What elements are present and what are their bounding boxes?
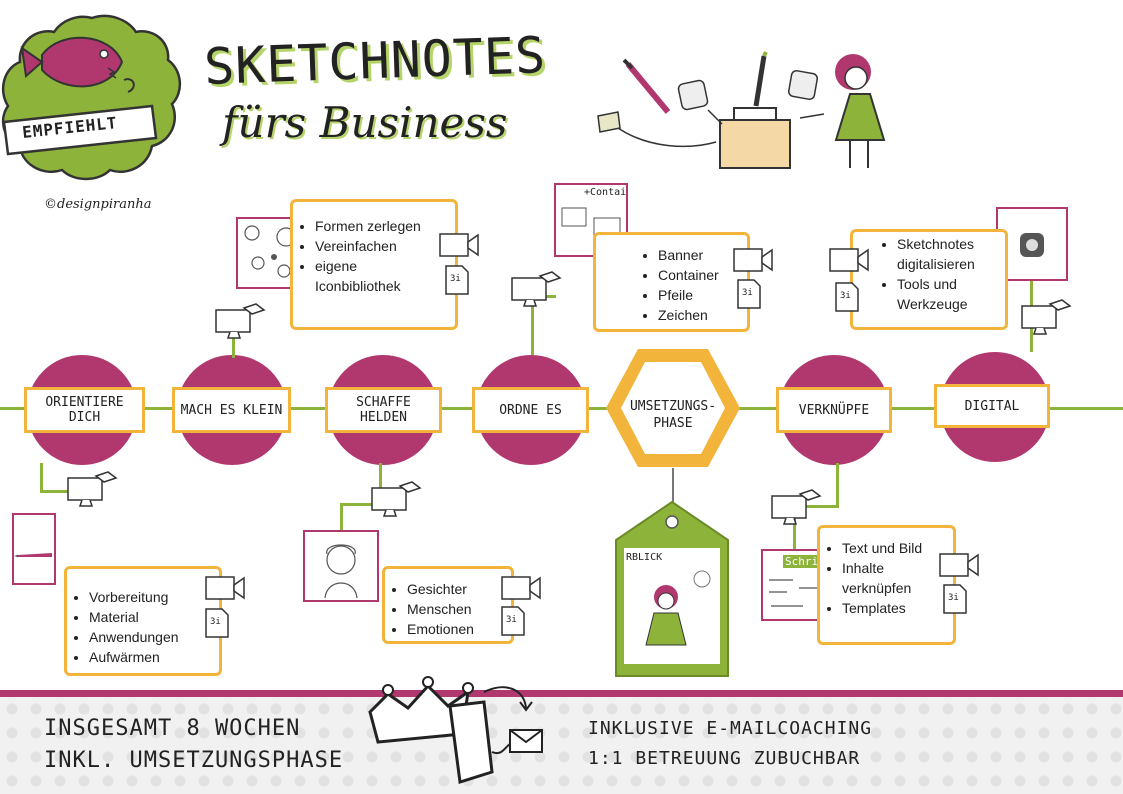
lettering-sketch-icon <box>769 579 827 607</box>
list-item: Vereinfachen <box>315 236 425 256</box>
footer-duration-note: INKL. UMSETZUNGSPHASE <box>44 748 344 773</box>
step-label-digital[interactable]: DIGITAL <box>934 384 1050 428</box>
thumbnail-faces[interactable] <box>303 530 379 602</box>
step-label-helden[interactable]: SCHAFFE HELDEN <box>325 387 442 433</box>
document-icon[interactable] <box>444 264 470 296</box>
list-item: Material <box>89 607 219 627</box>
monitor-icon <box>1021 299 1072 335</box>
document-badge: 3i <box>840 291 851 301</box>
card-orientiere: Vorbereitung Material Anwendungen Aufwär… <box>64 566 222 676</box>
face-sketch-icon <box>324 544 358 599</box>
piranha-badge-icon <box>1 14 181 181</box>
monitor-icon <box>215 303 266 339</box>
list-item: Vorbereitung <box>89 587 219 607</box>
monitor-icon <box>67 471 118 507</box>
card-helden: Gesichter Menschen Emotionen <box>382 566 514 644</box>
connector <box>836 463 839 508</box>
list-item: Formen zerlegen <box>315 216 425 236</box>
connector <box>340 503 382 506</box>
document-badge: 3i <box>210 617 221 627</box>
list-item: Menschen <box>407 599 511 619</box>
document-icon[interactable] <box>942 583 968 615</box>
list-item: Text und Bild <box>842 538 942 558</box>
document-icon[interactable] <box>500 605 526 637</box>
app-icon <box>1020 233 1044 257</box>
footer-bar <box>0 690 1123 697</box>
person-sketch-icon <box>645 570 711 646</box>
page-subtitle: fürs Business <box>222 98 508 147</box>
video-camera-icon[interactable] <box>732 245 774 275</box>
document-icon[interactable] <box>736 278 762 310</box>
crown-mail-illustration-icon <box>368 676 543 784</box>
connector <box>40 490 70 493</box>
badge: EMPFIEHLT <box>0 10 185 185</box>
video-camera-icon[interactable] <box>204 573 246 603</box>
card-digital: Sketchnotes digitalisieren Tools und Wer… <box>850 229 1008 330</box>
card-list: Banner Container Pfeile Zeichen <box>596 245 747 325</box>
monitor-icon <box>511 271 562 307</box>
card-klein: Formen zerlegen Vereinfachen eigene Icon… <box>290 199 458 330</box>
card-list: Sketchnotes digitalisieren Tools und Wer… <box>853 234 1007 314</box>
step-label-ordne[interactable]: ORDNE ES <box>472 387 589 433</box>
thumbnail-caption: RBLICK <box>626 552 663 563</box>
card-list: Gesichter Menschen Emotionen <box>385 579 511 639</box>
step-label-klein[interactable]: MACH ES KLEIN <box>172 387 291 433</box>
credit-text: ©designpiranha <box>44 197 152 212</box>
document-badge: 3i <box>450 274 461 284</box>
connector <box>379 463 382 503</box>
video-camera-icon[interactable] <box>938 550 980 580</box>
video-camera-icon[interactable] <box>828 245 870 275</box>
footer <box>0 697 1123 794</box>
page-title: Sketchnotes <box>203 26 548 96</box>
card-list: Formen zerlegen Vereinfachen eigene Icon… <box>293 216 425 296</box>
document-icon[interactable] <box>834 281 860 313</box>
video-camera-icon[interactable] <box>500 573 542 603</box>
connector <box>531 295 534 355</box>
monitor-icon <box>371 481 422 517</box>
card-list: Text und Bild Inhalte verknüpfen Templat… <box>820 538 942 618</box>
document-badge: 3i <box>506 615 517 625</box>
card-list: Vorbereitung Material Anwendungen Aufwär… <box>67 587 219 667</box>
thumbnail-rueckblick[interactable]: RBLICK <box>624 548 720 664</box>
list-item: Container <box>658 265 747 285</box>
monitor-icon <box>771 489 822 525</box>
list-item: Banner <box>658 245 747 265</box>
list-item: Anwendungen <box>89 627 219 647</box>
connector <box>793 505 796 550</box>
list-item: Tools und Werkzeuge <box>897 274 1007 314</box>
list-item: Pfeile <box>658 285 747 305</box>
footer-coaching: INKLUSIVE E-MAILCOACHING <box>588 718 873 739</box>
pencil-icon <box>14 553 52 557</box>
card-verknuepfe: Text und Bild Inhalte verknüpfen Templat… <box>817 525 956 645</box>
footer-support: 1:1 BETREUUNG ZUBUCHBAR <box>588 748 861 769</box>
thumbnail-pencil[interactable] <box>12 513 56 585</box>
toolbox-illustration-icon <box>597 51 886 169</box>
connector <box>672 468 674 508</box>
video-camera-icon[interactable] <box>438 230 480 260</box>
list-item: Zeichen <box>658 305 747 325</box>
thumbnail-app[interactable] <box>996 207 1068 281</box>
list-item: Inhalte verknüpfen <box>842 558 942 598</box>
footer-duration: INSGESAMT 8 WOCHEN <box>44 716 301 741</box>
step-label-orientiere[interactable]: ORIENTIERE DICH <box>24 387 145 433</box>
list-item: Gesichter <box>407 579 511 599</box>
card-ordne: Banner Container Pfeile Zeichen <box>593 232 750 332</box>
list-item: Emotionen <box>407 619 511 639</box>
connector <box>40 463 43 493</box>
list-item: eigene Iconbibliothek <box>315 256 425 296</box>
document-icon[interactable] <box>204 607 230 639</box>
connector <box>340 503 343 531</box>
connector <box>232 330 235 358</box>
thumbnail-caption: +Contain <box>584 187 626 198</box>
list-item: Templates <box>842 598 942 618</box>
list-item: Aufwärmen <box>89 647 219 667</box>
umsetzung-hexagon-icon <box>606 349 740 467</box>
document-badge: 3i <box>948 593 959 603</box>
step-label-verknuepfe[interactable]: VERKNÜPFE <box>776 387 892 433</box>
connector <box>793 505 839 508</box>
document-badge: 3i <box>742 288 753 298</box>
step-label-umsetzung[interactable]: UMSETZUNGS-PHASE <box>629 399 717 431</box>
list-item: Sketchnotes digitalisieren <box>897 234 1007 274</box>
